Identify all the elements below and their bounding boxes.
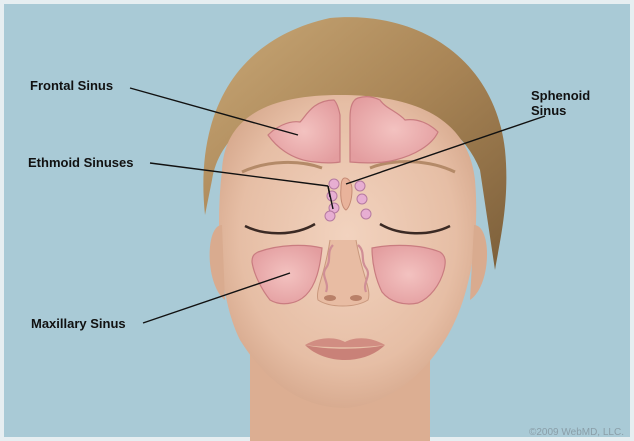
frontal-sinus-label: Frontal Sinus [30,78,113,93]
ethmoid-sinuses-label: Ethmoid Sinuses [28,155,133,170]
left-nostril [324,295,336,301]
ethmoid-cell [329,179,339,189]
ethmoid-cell [325,211,335,221]
right-nostril [350,295,362,301]
maxillary-sinus-label: Maxillary Sinus [31,316,126,331]
ethmoid-cell [357,194,367,204]
ethmoid-cell [361,209,371,219]
ethmoid-cell [355,181,365,191]
sphenoid-sinus-label: Sphenoid Sinus [531,88,590,118]
copyright-notice: ©2009 WebMD, LLC. [529,427,624,438]
